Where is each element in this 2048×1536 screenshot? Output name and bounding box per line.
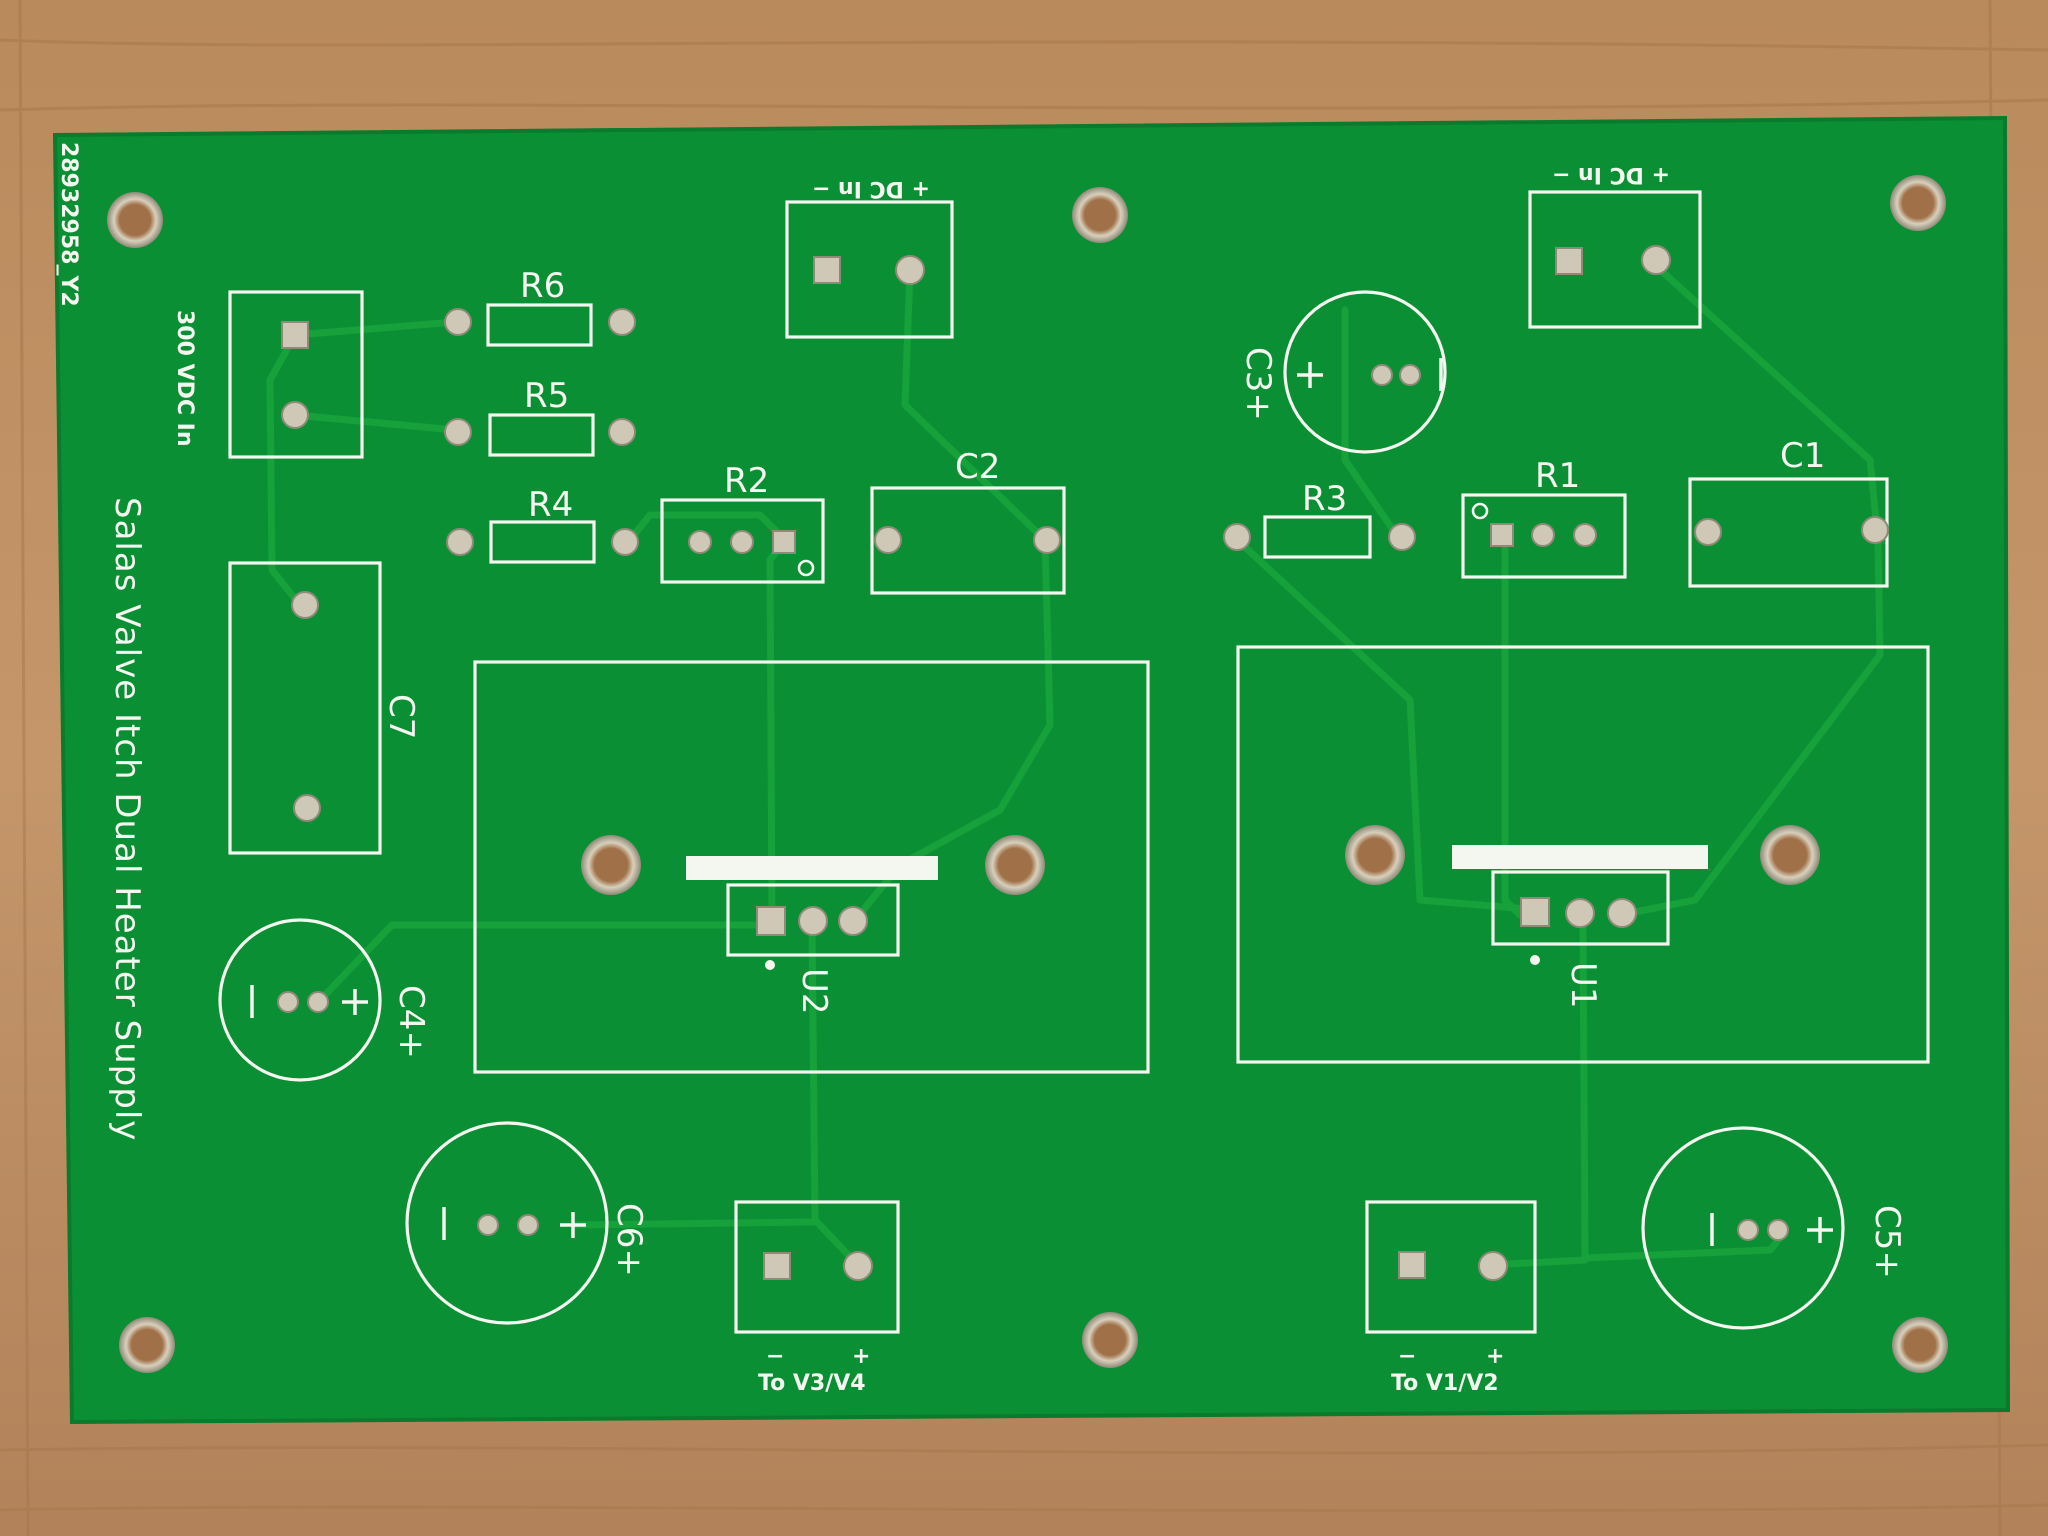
label-hv-in: 300 VDC In <box>172 310 197 447</box>
label-u1: U1 <box>1563 962 1603 1009</box>
label-c7: C7 <box>381 694 421 739</box>
pads <box>277 245 1889 1281</box>
out-right-minus: − <box>1398 1344 1416 1369</box>
label-dc-in-right: + DC In − <box>1552 162 1670 187</box>
label-r6: R6 <box>520 266 565 306</box>
label-c6: C6+ <box>609 1203 649 1277</box>
label-u2: U2 <box>794 968 834 1015</box>
pcb-board <box>52 115 2011 1425</box>
label-r5: R5 <box>524 376 569 416</box>
copper-traces <box>266 261 1884 1269</box>
label-r4: R4 <box>528 485 573 525</box>
out-right-plus: + <box>1486 1344 1504 1369</box>
silkscreen-labels: R6 R5 R4 R2 C2 R3 R1 C1 C7 C4+ C6+ C5+ C… <box>56 142 1907 1396</box>
label-out-right: To V1/V2 <box>1391 1371 1499 1396</box>
label-dc-in-left: + DC In − <box>812 176 930 201</box>
board-serial: 28932958_Y2 <box>56 142 81 307</box>
polarity-marks <box>250 358 1833 1246</box>
u1-tab <box>1452 845 1708 869</box>
label-c3: C3+ <box>1238 347 1278 421</box>
label-c4: C4+ <box>391 985 431 1059</box>
out-left-plus: + <box>852 1344 870 1369</box>
label-c5: C5+ <box>1867 1205 1907 1279</box>
label-r3: R3 <box>1302 479 1347 519</box>
label-r1: R1 <box>1535 456 1580 496</box>
label-c2: C2 <box>955 447 1000 487</box>
label-out-left: To V3/V4 <box>758 1371 866 1396</box>
silkscreen <box>218 190 1930 1334</box>
mounting-holes <box>107 175 1948 1373</box>
out-left-minus: − <box>766 1344 784 1369</box>
board-title: Salas Valve Itch Dual Heater Supply <box>107 497 147 1141</box>
label-c1: C1 <box>1780 436 1825 476</box>
u2-tab <box>686 856 938 880</box>
label-r2: R2 <box>724 461 769 501</box>
